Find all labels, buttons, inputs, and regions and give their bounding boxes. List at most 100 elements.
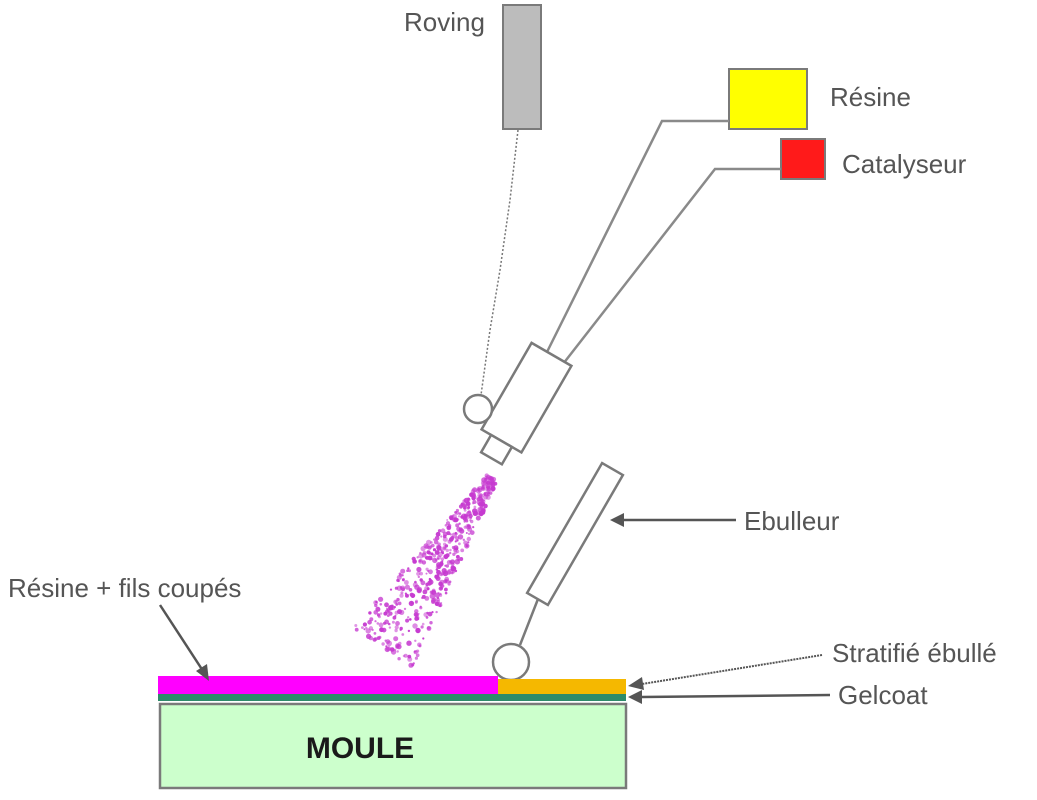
spray-particle (437, 542, 441, 546)
spray-particle (415, 627, 421, 634)
spray-particle (428, 545, 433, 549)
spray-particle (457, 515, 461, 518)
spray-particle (395, 621, 400, 626)
spray-particle (443, 554, 449, 560)
spray-particle (450, 565, 456, 571)
roller-wheel (491, 642, 531, 682)
chopper-wheel (462, 393, 494, 425)
spray-particle (454, 531, 457, 535)
spray-particle (421, 596, 424, 600)
spray-particle (472, 508, 478, 514)
spray-particle (354, 624, 358, 627)
spray-particle (439, 592, 442, 596)
spray-particle (466, 510, 472, 517)
spray-particle (396, 650, 399, 653)
spray-particle (368, 635, 373, 641)
spray-particle (410, 593, 416, 598)
spray-particle (413, 612, 419, 617)
resine-fils-pointer (158, 604, 207, 675)
spray-particle (379, 612, 383, 615)
roving-label: Roving (404, 7, 485, 37)
spray-particle (460, 548, 465, 553)
spray-particle (480, 508, 486, 514)
spray-particle (472, 526, 475, 529)
spray-particle (484, 475, 489, 480)
spray-particle (407, 616, 410, 619)
resine-hose (545, 119, 729, 353)
spray-particle (385, 609, 390, 614)
spray-particle (489, 491, 493, 495)
ebulleur-label: Ebulleur (744, 506, 840, 536)
spray-particle (405, 618, 410, 623)
spray-particle (396, 575, 402, 580)
spray-particle (469, 530, 475, 535)
spray-particle (425, 572, 428, 575)
spray-particle (354, 627, 359, 632)
spray-particle (458, 542, 461, 546)
resine-fils-layer (158, 676, 498, 694)
spray-particle (422, 637, 425, 640)
spray-particle (400, 568, 406, 574)
spray-particle (444, 591, 448, 595)
gelcoat-pointer (641, 693, 831, 699)
spray-particle (416, 588, 421, 593)
spray-particle (408, 588, 413, 592)
spray-particle (373, 610, 379, 615)
spray-particle (379, 603, 383, 606)
spray-particle (440, 557, 445, 561)
spray-particle (452, 552, 456, 556)
spray-particle (455, 523, 460, 528)
spray-particle (465, 523, 472, 530)
ebulleur-roller (525, 461, 625, 607)
spray-particle (437, 529, 442, 533)
spray-particle (419, 578, 423, 582)
spray-particle (444, 579, 448, 582)
spray-particle (444, 587, 448, 592)
spray-particle (397, 657, 401, 661)
spray-particle (403, 653, 408, 658)
spray-particle (409, 618, 412, 621)
spray-particle (465, 532, 468, 534)
spray-particle (444, 524, 448, 527)
spray-particle (418, 644, 422, 648)
spray-particle (432, 548, 437, 552)
spray-particle (420, 546, 426, 552)
spray-particle (417, 616, 420, 619)
spray-particle (399, 593, 404, 598)
resine-fils-label: Résine + fils coupés (8, 573, 241, 603)
spray-particle (412, 582, 418, 588)
spray-particle (470, 493, 474, 496)
spray-particle (414, 639, 417, 642)
spray-particle (437, 591, 440, 594)
spray-particle (435, 531, 441, 537)
spray-particle (444, 564, 447, 567)
spray-particle (479, 503, 483, 508)
spray-particle (431, 611, 434, 614)
spray-particle (443, 542, 447, 546)
spray-particle (432, 553, 437, 558)
spray-particle (388, 611, 393, 616)
spray-particle (434, 535, 440, 541)
spray-particle (390, 604, 394, 609)
spray-particle (434, 574, 439, 580)
spray-particle (458, 527, 463, 532)
spray-particle (451, 572, 454, 575)
gelcoat-arrowhead (628, 690, 642, 704)
stratifie-layer (498, 679, 626, 694)
spray-particle (389, 588, 393, 591)
spray-particle (387, 622, 391, 626)
spray-particle (393, 636, 399, 642)
spray-particle (488, 489, 491, 492)
spray-particle (413, 650, 418, 655)
spray-particle (407, 567, 410, 570)
spray-particle (455, 549, 460, 554)
spray-particle (425, 544, 430, 550)
spray-particle (423, 612, 429, 617)
spray-particle (368, 626, 373, 631)
spray-particle (456, 555, 460, 558)
spray-particle (428, 551, 432, 555)
spray-particle (425, 582, 429, 587)
spray-particle (386, 646, 391, 652)
spray-particle (379, 627, 384, 633)
